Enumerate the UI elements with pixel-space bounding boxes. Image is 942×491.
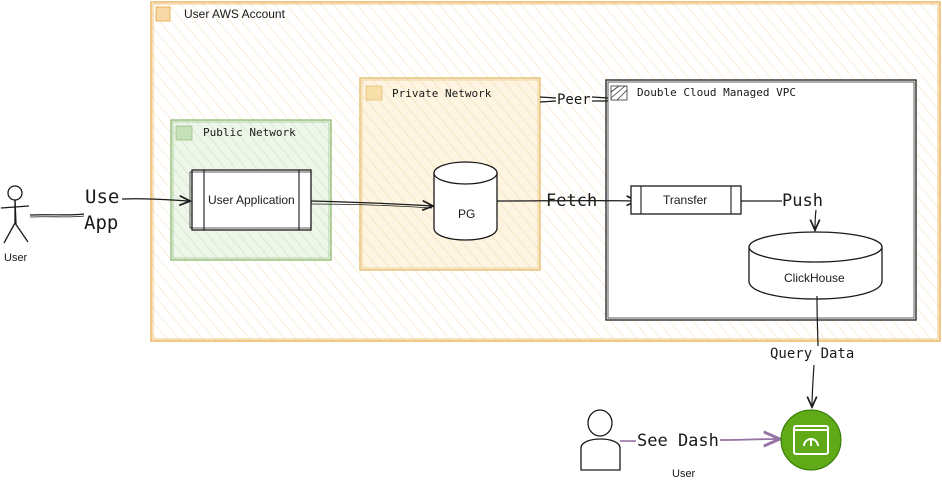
user-application-label: User Application	[208, 193, 295, 207]
managed-vpc-label: Double Cloud Managed VPC	[637, 86, 796, 99]
peer-label: Peer	[557, 92, 591, 108]
aws-account-label: User AWS Account	[184, 7, 285, 21]
user-application-node	[189, 169, 312, 231]
transfer-node	[630, 185, 742, 215]
pg-database-icon	[433, 161, 498, 241]
user-person-icon	[580, 409, 621, 471]
clickhouse-database-icon	[748, 231, 883, 300]
use-app-label-line2: App	[84, 212, 119, 234]
user-left-label: User	[4, 252, 28, 264]
user-stick-figure-icon	[0, 185, 30, 244]
query-data-label: Query Data	[770, 346, 855, 362]
user-bottom-label: User	[672, 468, 696, 480]
dashboard-icon	[780, 409, 842, 471]
private-network-label: Private Network	[392, 87, 492, 100]
see-dash-label: See Dash	[637, 431, 719, 451]
transfer-label: Transfer	[663, 193, 708, 207]
pg-label: PG	[458, 207, 476, 221]
clickhouse-label: ClickHouse	[784, 271, 845, 285]
use-app-label-line1: Use	[85, 186, 120, 208]
push-label: Push	[782, 191, 823, 211]
public-network-label: Public Network	[203, 126, 296, 139]
peer-edge	[539, 96, 609, 103]
use-app-edge	[29, 199, 189, 218]
fetch-label: Fetch	[546, 191, 598, 211]
